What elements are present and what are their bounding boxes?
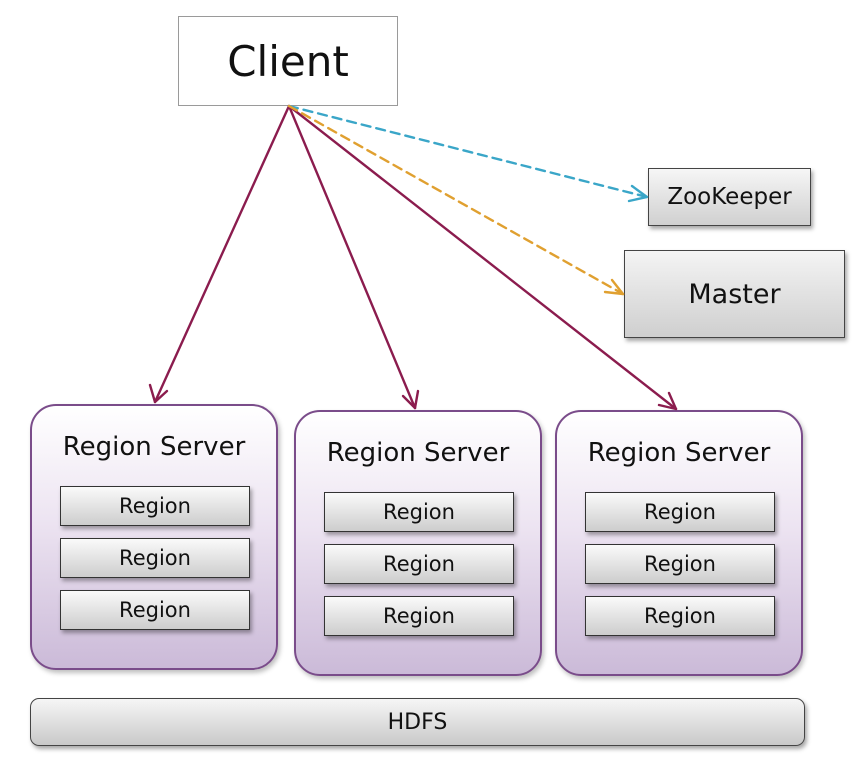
arrowhead <box>401 389 420 410</box>
region-box: Region <box>324 492 514 532</box>
region-box: Region <box>585 492 775 532</box>
region-box: Region <box>60 486 250 526</box>
region-box: Region <box>60 538 250 578</box>
arrowhead <box>603 278 625 296</box>
region-server-2: Region Server Region Region Region <box>294 410 542 676</box>
region-box: Region <box>324 596 514 636</box>
arrowhead <box>148 383 169 404</box>
arrow-to-region-server-3 <box>287 104 678 411</box>
arrow-to-region-server-1 <box>153 104 291 404</box>
region-server-1: Region Server Region Region Region <box>30 404 278 670</box>
zookeeper-box: ZooKeeper <box>648 168 811 226</box>
client-to-region-server-arrows <box>148 104 678 411</box>
region-box: Region <box>60 590 250 630</box>
region-server-title: Region Server <box>326 438 510 468</box>
arrowhead <box>657 391 678 411</box>
client-to-master-arrow <box>287 104 625 296</box>
region-server-3: Region Server Region Region Region <box>555 410 803 676</box>
client-to-zookeeper-arrow <box>287 104 649 203</box>
master-box: Master <box>624 250 845 338</box>
arrowhead <box>627 184 649 203</box>
region-box: Region <box>585 544 775 584</box>
region-box: Region <box>585 596 775 636</box>
region-server-title: Region Server <box>62 432 246 462</box>
hdfs-bar: HDFS <box>30 698 805 746</box>
arrow-to-region-server-2 <box>287 104 417 410</box>
region-box: Region <box>324 544 514 584</box>
region-server-title: Region Server <box>587 438 771 468</box>
